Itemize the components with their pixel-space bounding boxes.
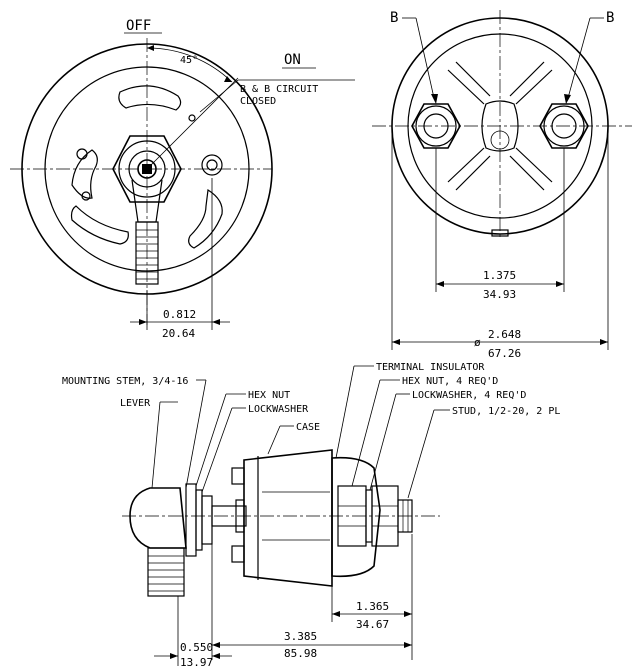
terminal-label-left: B (390, 10, 398, 26)
dim-stud-bottom: 34.67 (356, 618, 389, 631)
diameter-symbol: ø (474, 336, 481, 349)
dim-overall-top: 3.385 (284, 630, 317, 643)
front-view: OFF 45° ON B & B CIRCUIT CLOSED 0.812 20… (10, 18, 355, 340)
rear-spacing-bottom: 34.93 (483, 288, 516, 301)
dim-overall-bottom: 85.98 (284, 647, 317, 660)
callout-case: CASE (296, 422, 320, 433)
callout-hex-nut: HEX NUT (248, 390, 290, 401)
callout-lever: LEVER (120, 398, 151, 409)
rear-diameter-top: 2.648 (488, 328, 521, 341)
rear-diameter-bottom: 67.26 (488, 347, 521, 360)
front-dim-top: 0.812 (163, 308, 196, 321)
dim-stem-top: 0.550 (180, 641, 213, 654)
dim-stem-bottom: 13.97 (180, 656, 213, 668)
circuit-line1: B & B CIRCUIT (240, 84, 318, 95)
off-label: OFF (126, 18, 151, 34)
side-view: MOUNTING STEM, 3/4-16 LEVER HEX NUT LOCK… (62, 362, 560, 668)
circuit-line2: CLOSED (240, 96, 276, 107)
on-label: ON (284, 52, 301, 68)
rear-view: B B 1.375 34.93 ø 2.648 67.26 (372, 10, 632, 360)
callout-stud: STUD, 1/2-20, 2 PL (452, 406, 560, 417)
terminal-label-right: B (606, 10, 614, 26)
callout-lockwasher: LOCKWASHER (248, 404, 309, 415)
front-thread-lines (136, 229, 158, 280)
callout-terminal-insulator: TERMINAL INSULATOR (376, 362, 485, 373)
angle-label: 45° (180, 55, 198, 66)
callout-hex-nut-4: HEX NUT, 4 REQ'D (402, 376, 498, 387)
callout-lockwasher-4: LOCKWASHER, 4 REQ'D (412, 390, 526, 401)
rear-spacing-top: 1.375 (483, 269, 516, 282)
side-thread-lines (148, 555, 184, 592)
callout-mounting-stem: MOUNTING STEM, 3/4-16 (62, 376, 188, 387)
dim-stud-top: 1.365 (356, 600, 389, 613)
front-dim-bottom: 20.64 (162, 327, 195, 340)
